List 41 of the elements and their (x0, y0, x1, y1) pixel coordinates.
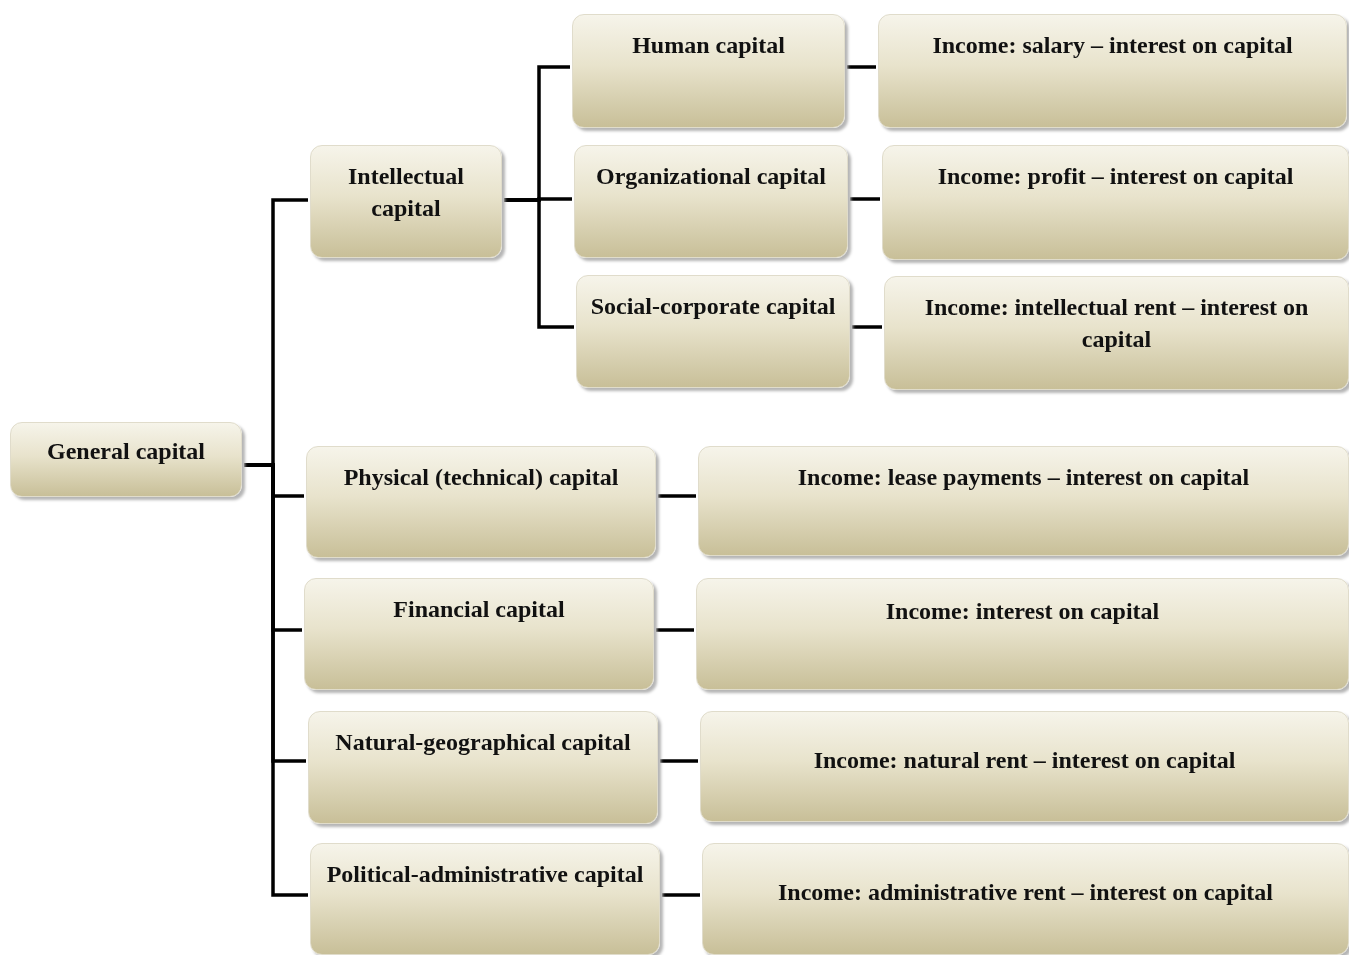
connector-line (660, 759, 698, 763)
rounded-box (308, 711, 658, 824)
connector-line (662, 893, 700, 897)
connector-line (658, 494, 696, 498)
rounded-box (878, 14, 1347, 128)
box-label: Human capital (632, 31, 785, 60)
box-label: Political-administrative capital (326, 860, 644, 889)
box-label: General capital (47, 437, 205, 466)
connector-line (852, 325, 882, 329)
box-label: Income: intellectual rent – interest on capital (923, 293, 1310, 354)
rounded-box (10, 422, 242, 497)
box-label: Physical (technical) capital (343, 463, 619, 492)
box-label: Intellectual capital (347, 162, 465, 223)
box-label: Income: profit – interest on capital (937, 162, 1294, 191)
rounded-box (310, 145, 502, 258)
rounded-box (882, 145, 1349, 260)
box-label: Organizational capital (596, 162, 826, 191)
rounded-box (700, 711, 1349, 822)
box-label: Income: lease payments – interest on capital (797, 463, 1250, 492)
connector-line (504, 198, 574, 329)
box-label: Income: salary – interest on capital (932, 31, 1293, 60)
connector-line (244, 463, 308, 897)
rounded-box (576, 275, 850, 388)
rounded-box (696, 578, 1349, 690)
box-label: Income: interest on capital (885, 597, 1160, 626)
rounded-box (572, 14, 845, 128)
connector-line (847, 65, 876, 69)
rounded-box (574, 145, 848, 258)
box-label: Income: natural rent – interest on capital (813, 746, 1236, 775)
rounded-box (884, 276, 1349, 390)
rounded-box (310, 843, 660, 955)
rounded-box (306, 446, 656, 558)
box-label: Financial capital (393, 595, 565, 624)
connector-line (850, 197, 880, 201)
rounded-box (702, 843, 1349, 955)
rounded-box (698, 446, 1349, 556)
box-label: Income: administrative rent – interest on capital (777, 878, 1273, 907)
rounded-box (304, 578, 654, 690)
box-label: Social-corporate capital (590, 292, 836, 321)
box-label: Natural-geographical capital (335, 728, 631, 757)
connector-line (656, 628, 694, 632)
